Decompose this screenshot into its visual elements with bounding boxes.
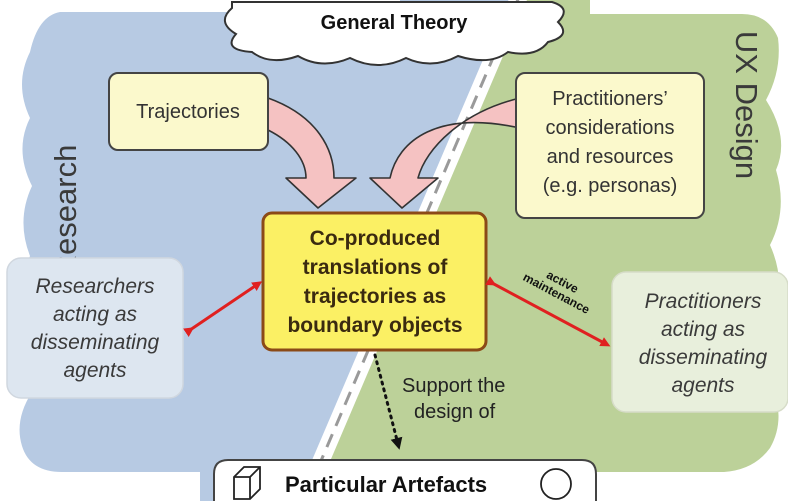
co-produced-translations-box: Co-produced translations of trajectories…	[261, 211, 488, 352]
researchers-line-2: acting as	[53, 303, 138, 326]
considerations-line-1: Practitioners’	[552, 88, 668, 110]
center-line-1: Co-produced	[310, 227, 441, 250]
considerations-to-center-arrow	[369, 97, 521, 209]
considerations-line-3: and resources	[547, 146, 674, 168]
researchers-line-4: agents	[63, 359, 127, 382]
practitioners-agents-line-1: Practitioners	[645, 290, 762, 313]
practitioners-considerations-box: Practitioners’ considerations and resour…	[515, 72, 705, 219]
considerations-line-2: considerations	[546, 117, 675, 139]
trajectories-box: Trajectories	[108, 72, 269, 151]
particular-artefacts-box: Particular Artefacts	[213, 459, 597, 501]
support-line-1: Support the	[402, 375, 505, 397]
particular-artefacts-label: Particular Artefacts	[285, 472, 487, 497]
center-line-4: boundary objects	[287, 314, 462, 337]
considerations-line-4: (e.g. personas)	[543, 175, 678, 197]
cube-icon	[233, 466, 261, 500]
sphere-icon	[540, 468, 572, 500]
support-line-2: design of	[414, 401, 496, 423]
ux-design-label: UX Design	[729, 31, 764, 179]
practitioners-agents-line-2: acting as	[661, 318, 746, 341]
general-theory-label: General Theory	[321, 12, 469, 34]
researchers-line-1: Researchers	[35, 275, 155, 298]
researchers-line-3: disseminating	[31, 331, 160, 354]
support-design-arrow	[373, 353, 403, 450]
general-theory-cloud: General Theory	[224, 1, 565, 66]
trajectories-label: Trajectories	[136, 101, 240, 123]
researchers-center-arrow	[183, 281, 263, 337]
practitioners-agents-line-4: agents	[671, 374, 735, 397]
researchers-box: Researchers acting as disseminating agen…	[6, 257, 184, 399]
center-practitioners-arrow	[485, 276, 611, 347]
center-line-3: trajectories as	[304, 285, 446, 308]
trajectories-to-center-arrow	[267, 97, 357, 209]
center-line-2: translations of	[303, 256, 449, 279]
practitioners-agents-box: Practitioners acting as disseminating ag…	[611, 271, 788, 413]
practitioners-agents-line-3: disseminating	[639, 346, 768, 369]
